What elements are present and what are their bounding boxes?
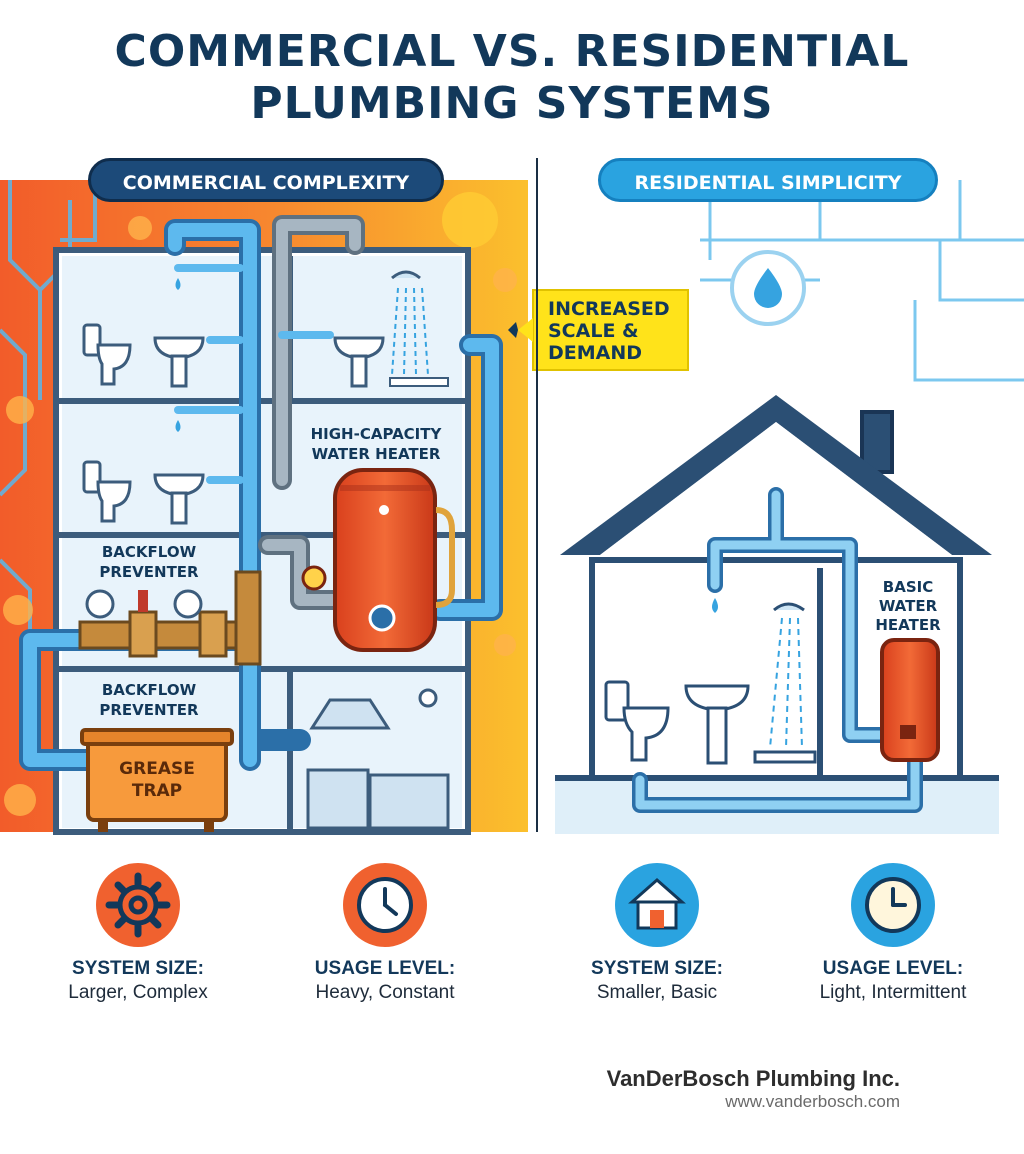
gear-large [442, 192, 498, 248]
commercial-header: COMMERCIAL COMPLEXITY [88, 158, 444, 202]
stat-title-commercial-usage: USAGE LEVEL: [314, 958, 456, 979]
stat-value-residential-usage: Light, Intermittent [819, 982, 967, 1003]
stat-value-commercial-size: Larger, Complex [68, 982, 208, 1003]
residential-fixtures [604, 602, 817, 765]
grease-trap-label: GREASE TRAP [119, 759, 195, 801]
company-url[interactable]: www.vanderbosch.com [725, 1092, 900, 1111]
stat-title-commercial-size: SYSTEM SIZE: [72, 958, 204, 979]
page-title: COMMERCIAL VS. RESIDENTIAL PLUMBING SYST… [0, 26, 1024, 130]
backflow-label-2: BACKFLOW PREVENTER [99, 681, 199, 719]
backflow-valve-icon [78, 570, 262, 666]
gear-decorations [3, 216, 517, 816]
residential-pipes [635, 490, 920, 810]
company-name: VanDerBosch Plumbing Inc. [606, 1066, 900, 1091]
water-drop-icon [730, 250, 806, 326]
title-line-1: COMMERCIAL VS. RESIDENTIAL [114, 26, 910, 77]
backflow-label-1: BACKFLOW PREVENTER [99, 543, 199, 581]
callout-box [508, 289, 689, 371]
stat-value-residential-size: Smaller, Basic [596, 982, 718, 1003]
stat-value-commercial-usage: Heavy, Constant [315, 982, 455, 1003]
residential-header: RESIDENTIAL SIMPLICITY [598, 158, 938, 202]
toilet-icons [82, 323, 132, 523]
basic-water-heater-label: BASIC WATER HEATER [875, 578, 941, 634]
stat-title-residential-size: SYSTEM SIZE: [591, 958, 723, 979]
title-line-2: PLUMBING SYSTEMS [250, 78, 774, 129]
callout-text: INCREASED SCALE & DEMAND [548, 298, 670, 364]
stat-icons [96, 863, 935, 947]
shower-icon [389, 270, 449, 387]
stat-title-residential-usage: USAGE LEVEL: [822, 958, 964, 979]
gray-pipes [262, 219, 361, 606]
commercial-water-heater-icon [301, 468, 455, 652]
sink-icons [153, 336, 385, 525]
residential-water-heater-icon [880, 638, 940, 762]
water-heater-label: HIGH-CAPACITY WATER HEATER [310, 425, 442, 463]
grease-trap-icon [80, 728, 234, 832]
kitchen-icons [306, 688, 450, 830]
